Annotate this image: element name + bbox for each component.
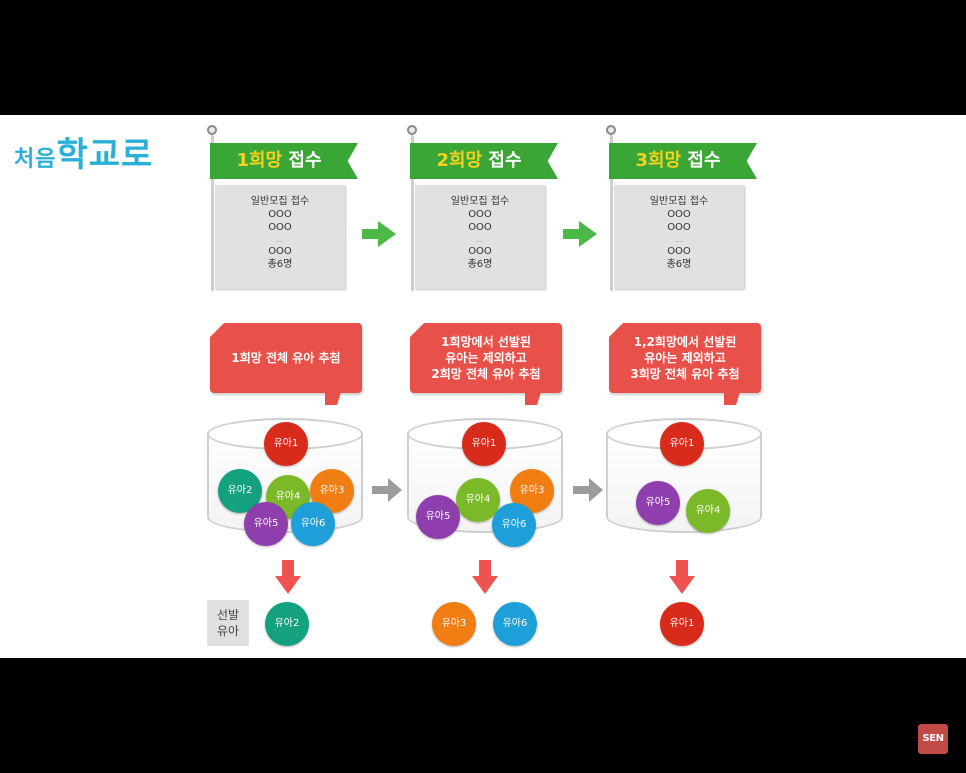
- down-arrow-icon: [472, 560, 498, 596]
- ball: 유아4: [456, 478, 500, 522]
- bubble-line: 1희망 전체 유아 추첨: [231, 351, 341, 365]
- banner-title: 2희망 접수: [410, 143, 548, 179]
- flag-pole: [610, 135, 613, 291]
- infographic: 처음학교로 1희망 접수 일반모집 접수 OOO OOO ... OOO 총6명…: [0, 115, 966, 658]
- logo-text-small: 처음: [14, 146, 57, 172]
- bubble-line: 3희망 전체 유아 추첨: [630, 367, 740, 381]
- letterbox-bottom: [0, 658, 966, 773]
- logo-text: 처음학교로: [14, 127, 153, 176]
- banner: 2희망 접수: [410, 143, 558, 179]
- bubble-line: 1희망에서 선발된: [441, 335, 531, 349]
- card-line: 일반모집 접수: [250, 196, 310, 207]
- ball: 유아5: [636, 481, 680, 525]
- bubble-tail: [724, 392, 740, 405]
- banner-word: 접수: [681, 150, 721, 171]
- speech-bubble: 1희망에서 선발된 유아는 제외하고 2희망 전체 유아 추첨: [410, 323, 562, 393]
- card-line: ...: [276, 235, 284, 244]
- logo-text-big: 학교로: [56, 135, 154, 175]
- pin-icon: [407, 125, 417, 135]
- pin-icon: [606, 125, 616, 135]
- speech-bubble: 1희망 전체 유아 추첨: [210, 323, 362, 393]
- card-line: 일반모집 접수: [450, 196, 510, 207]
- column-1: 1희망 접수 일반모집 접수 OOO OOO ... OOO 총6명 1희망 전…: [207, 115, 387, 658]
- card-line: 일반모집 접수: [649, 196, 709, 207]
- flag-pole: [411, 135, 414, 291]
- down-arrow-icon: [275, 560, 301, 596]
- banner-title: 1희망 접수: [210, 143, 348, 179]
- pin-icon: [207, 125, 217, 135]
- right-arrow-icon: [573, 478, 607, 504]
- right-arrow-icon: [362, 221, 396, 247]
- card-line: OOO: [268, 209, 292, 220]
- lottery-drum: 유아1 유아4 유아3 유아5 유아6: [407, 418, 565, 548]
- bubble-tail: [325, 392, 341, 405]
- selected-ball: 유아6: [493, 602, 537, 646]
- column-2: 2희망 접수 일반모집 접수 OOO OOO ... OOO 총6명 1희망에서…: [407, 115, 587, 658]
- selected-ball: 유아1: [660, 602, 704, 646]
- bubble-tail: [525, 392, 541, 405]
- banner: 1희망 접수: [210, 143, 358, 179]
- ball: 유아6: [291, 502, 335, 546]
- bubble-line: 1,2희망에서 선발된: [633, 335, 737, 349]
- ball: 유아1: [462, 422, 506, 466]
- ball: 유아1: [264, 422, 308, 466]
- bubble-line: 유아는 제외하고: [644, 351, 726, 365]
- banner-word: 접수: [482, 150, 522, 171]
- banner-title: 3희망 접수: [609, 143, 747, 179]
- application-card: 일반모집 접수 OOO OOO ... OOO 총6명: [614, 185, 744, 289]
- bubble-fold: [609, 323, 623, 337]
- lottery-drum: 유아1 유아2 유아4 유아3 유아5 유아6: [207, 418, 365, 548]
- down-arrow-icon: [669, 560, 695, 596]
- application-card: 일반모집 접수 OOO OOO ... OOO 총6명: [415, 185, 545, 289]
- card-line: OOO: [468, 209, 492, 220]
- card-line: OOO: [268, 222, 292, 233]
- flag-pole: [211, 135, 214, 291]
- selected-ball: 유아2: [265, 602, 309, 646]
- banner-word: 접수: [282, 150, 322, 171]
- speech-bubble: 1,2희망에서 선발된 유아는 제외하고 3희망 전체 유아 추첨: [609, 323, 761, 393]
- logo: 처음학교로: [14, 123, 152, 175]
- ball: 유아4: [686, 489, 730, 533]
- card-line: 총6명: [267, 259, 293, 270]
- selected-label: 선발 유아: [207, 600, 249, 646]
- selected-label-line: 유아: [216, 624, 240, 638]
- selected-ball: 유아3: [432, 602, 476, 646]
- bubble-line: 2희망 전체 유아 추첨: [431, 367, 541, 381]
- card-line: OOO: [667, 246, 691, 257]
- card-line: ...: [476, 235, 484, 244]
- ball: 유아6: [492, 503, 536, 547]
- card-line: OOO: [667, 209, 691, 220]
- card-line: OOO: [268, 246, 292, 257]
- banner: 3희망 접수: [609, 143, 757, 179]
- card-line: OOO: [468, 246, 492, 257]
- banner-number: 3희망: [635, 150, 682, 171]
- right-arrow-icon: [563, 221, 597, 247]
- column-3: 3희망 접수 일반모집 접수 OOO OOO ... OOO 총6명 1,2희망…: [606, 115, 786, 658]
- bubble-fold: [410, 323, 424, 337]
- card-line: 총6명: [467, 259, 493, 270]
- bubble-fold: [210, 323, 224, 337]
- card-line: 총6명: [666, 259, 692, 270]
- banner-number: 2희망: [436, 150, 483, 171]
- banner-number: 1희망: [236, 150, 283, 171]
- card-line: OOO: [667, 222, 691, 233]
- sen-badge: SEN: [918, 724, 948, 754]
- card-line: OOO: [468, 222, 492, 233]
- ball: 유아5: [416, 495, 460, 539]
- ball: 유아5: [244, 502, 288, 546]
- card-line: ...: [675, 235, 683, 244]
- right-arrow-icon: [372, 478, 406, 504]
- application-card: 일반모집 접수 OOO OOO ... OOO 총6명: [215, 185, 345, 289]
- letterbox-top: [0, 0, 966, 115]
- lottery-drum: 유아1 유아5 유아4: [606, 418, 764, 548]
- ball: 유아1: [660, 422, 704, 466]
- selected-label-line: 선발: [216, 608, 240, 622]
- bubble-line: 유아는 제외하고: [445, 351, 527, 365]
